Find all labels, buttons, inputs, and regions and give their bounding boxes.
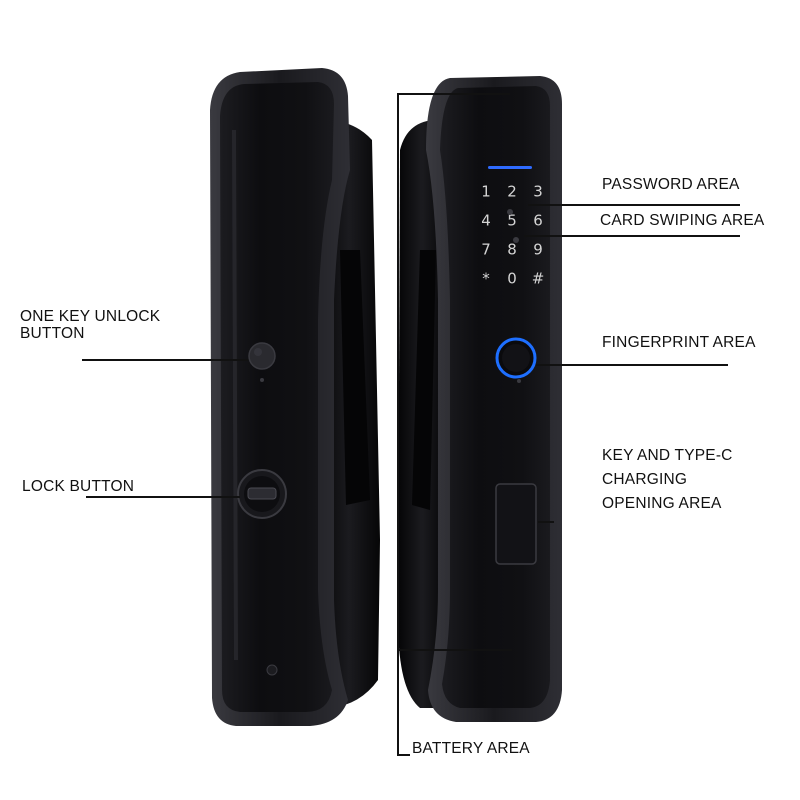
back-lock-unit — [210, 68, 380, 726]
keypad-key: 6 — [533, 212, 543, 230]
key-charging-label-line3: OPENING AREA — [602, 495, 722, 512]
one-key-unlock-button — [248, 342, 276, 370]
battery-area-label: BATTERY AREA — [412, 740, 530, 757]
front-lock-side-rail — [412, 250, 436, 510]
keypad-indicator-light — [488, 166, 532, 169]
keypad-key: 0 — [507, 270, 517, 288]
fingerprint-sensor-pad — [502, 344, 530, 372]
lock-button-label: LOCK BUTTON — [22, 478, 135, 495]
back-lock-highlight — [232, 130, 238, 660]
one-key-unlock-button-glint — [254, 348, 262, 356]
key-charging-label-line2: CHARGING — [602, 471, 688, 488]
card-swiping-area-label: CARD SWIPING AREA — [600, 212, 765, 229]
fingerprint-area-label: FINGERPRINT AREA — [602, 334, 756, 351]
card-sensor-mark — [507, 209, 513, 215]
keypad-key: 4 — [481, 212, 491, 230]
keypad-key: 2 — [507, 183, 517, 201]
back-lock-side-rail — [340, 250, 370, 505]
keypad-key: * — [482, 270, 490, 288]
lock-knob-handle — [247, 487, 277, 500]
one-key-unlock-label-line2: BUTTON — [20, 325, 85, 342]
leader-lines — [82, 93, 740, 756]
one-key-unlock-label: ONE KEY UNLOCK BUTTON — [20, 308, 160, 342]
keypad-key: 3 — [533, 183, 543, 201]
key-charging-cover — [495, 483, 537, 565]
keypad-key: 1 — [481, 183, 491, 201]
back-lock-face — [220, 82, 334, 712]
keypad-key: 7 — [481, 241, 491, 259]
one-key-unlock-label-line1: ONE KEY UNLOCK — [20, 308, 161, 325]
indicator-dot — [260, 378, 264, 382]
keypad-key: 5 — [507, 212, 517, 230]
key-charging-label-line1: KEY AND TYPE-C — [602, 447, 733, 464]
password-area-label: PASSWORD AREA — [602, 176, 740, 193]
indicator-dot — [517, 379, 521, 383]
key-charging-area-label: KEY AND TYPE-C CHARGING OPENING AREA — [602, 444, 733, 516]
screw-icon — [266, 664, 278, 676]
leader-line-battery-bracket — [397, 93, 510, 756]
card-sensor-mark — [513, 237, 519, 243]
front-lock-face — [440, 86, 550, 708]
keypad-key: 8 — [507, 241, 517, 259]
keypad-key: 9 — [533, 241, 543, 259]
keypad-key: # — [532, 270, 545, 288]
